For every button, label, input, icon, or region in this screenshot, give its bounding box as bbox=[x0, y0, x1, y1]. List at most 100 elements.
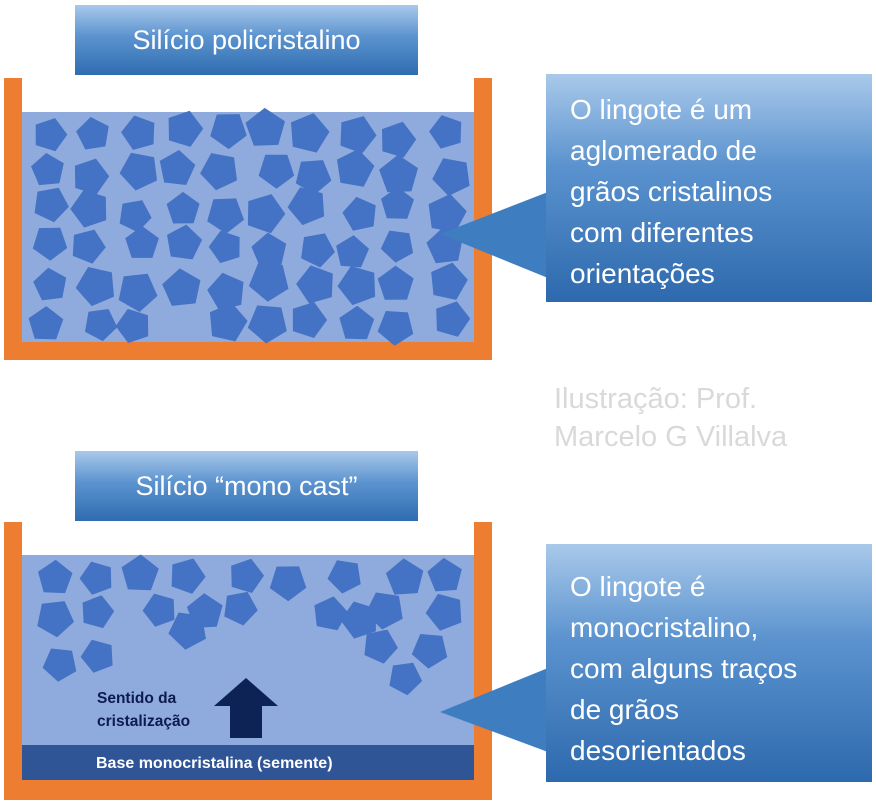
pentagon-grain-icon bbox=[314, 596, 348, 631]
credit-line: Marcelo G Villalva bbox=[554, 421, 788, 453]
pentagon-grain-icon bbox=[245, 107, 285, 146]
pentagon-grain-icon bbox=[32, 227, 68, 261]
pentagon-grain-icon bbox=[301, 233, 335, 268]
pentagon-grain-icon bbox=[251, 232, 287, 267]
arrow-label-line: cristalização bbox=[97, 713, 191, 730]
pentagon-grain-icon bbox=[82, 595, 115, 629]
top-callout-pointer bbox=[440, 192, 548, 278]
pentagon-grain-icon bbox=[231, 558, 264, 593]
pentagon-grain-icon bbox=[159, 150, 196, 185]
pentagon-grain-icon bbox=[269, 566, 307, 602]
pentagon-grain-icon bbox=[381, 187, 414, 219]
pentagon-grain-icon bbox=[74, 158, 110, 195]
pentagon-grain-icon bbox=[385, 558, 424, 595]
pentagon-grain-icon bbox=[42, 648, 77, 682]
pentagon-grain-icon bbox=[80, 639, 113, 673]
pentagon-grain-icon bbox=[337, 149, 375, 187]
pentagon-grain-icon bbox=[342, 196, 376, 231]
pentagon-grain-icon bbox=[33, 267, 67, 301]
pentagon-grain-icon bbox=[380, 230, 414, 263]
top-callout-line: com diferentes bbox=[570, 217, 754, 248]
top-callout-line: orientações bbox=[570, 258, 715, 289]
pentagon-grain-icon bbox=[119, 200, 152, 233]
pentagon-grain-icon bbox=[247, 305, 287, 344]
pentagon-grain-icon bbox=[119, 152, 157, 191]
bottom-grains bbox=[37, 554, 462, 696]
pentagon-grain-icon bbox=[168, 110, 204, 147]
pentagon-grain-icon bbox=[364, 629, 398, 664]
pentagon-grain-icon bbox=[428, 193, 467, 233]
pentagon-grain-icon bbox=[34, 187, 69, 223]
pentagon-grain-icon bbox=[28, 306, 64, 340]
pentagon-grain-icon bbox=[248, 263, 289, 302]
bottom-title-box: Silício “mono cast” bbox=[75, 451, 418, 521]
pentagon-grain-icon bbox=[142, 593, 175, 627]
pentagon-grain-icon bbox=[75, 267, 114, 307]
pentagon-grain-icon bbox=[162, 268, 201, 306]
pentagon-grain-icon bbox=[258, 154, 295, 189]
pentagon-grain-icon bbox=[339, 305, 375, 340]
pentagon-grain-icon bbox=[340, 601, 376, 639]
pentagon-grain-icon bbox=[121, 554, 159, 591]
pentagon-grain-icon bbox=[79, 561, 112, 595]
pentagon-grain-icon bbox=[70, 190, 107, 228]
pentagon-grain-icon bbox=[125, 226, 159, 258]
top-crucible bbox=[4, 78, 492, 360]
pentagon-grain-icon bbox=[425, 593, 462, 631]
pentagon-grain-icon bbox=[171, 558, 206, 594]
bottom-crucible bbox=[4, 522, 492, 800]
pentagon-grain-icon bbox=[295, 160, 332, 195]
pentagon-grain-icon bbox=[207, 198, 244, 234]
top-callout-box: O lingote é um aglomerado de grãos crist… bbox=[546, 74, 872, 302]
pentagon-grain-icon bbox=[429, 115, 462, 149]
pentagon-grain-icon bbox=[379, 154, 418, 193]
pentagon-grain-icon bbox=[377, 265, 414, 300]
top-callout-line: O lingote é um bbox=[570, 94, 753, 125]
top-callout-line: grãos cristalinos bbox=[570, 176, 773, 207]
top-grains bbox=[28, 107, 471, 346]
arrow-label-line: Sentido da bbox=[97, 690, 177, 707]
top-title: Silício policristalino bbox=[132, 24, 361, 55]
bottom-callout-line: monocristalino, bbox=[570, 612, 759, 643]
top-callout-line: aglomerado de bbox=[570, 135, 757, 166]
pentagon-grain-icon bbox=[210, 114, 247, 150]
pentagon-grain-icon bbox=[336, 235, 369, 268]
bottom-callout-line: com alguns traços bbox=[570, 653, 798, 684]
pentagon-grain-icon bbox=[166, 191, 200, 224]
bottom-title: Silício “mono cast” bbox=[135, 470, 358, 501]
pentagon-grain-icon bbox=[382, 121, 417, 158]
top-title-box: Silício policristalino bbox=[75, 5, 418, 75]
credit-line: Ilustração: Prof. bbox=[554, 383, 758, 415]
pentagon-grain-icon bbox=[85, 309, 118, 342]
pentagon-grain-icon bbox=[207, 272, 244, 310]
seed-base bbox=[22, 745, 474, 780]
pentagon-grain-icon bbox=[121, 115, 155, 150]
pentagon-grain-icon bbox=[340, 116, 377, 154]
pentagon-grain-icon bbox=[38, 559, 73, 594]
pentagon-grain-icon bbox=[247, 194, 286, 234]
pentagon-grain-icon bbox=[287, 187, 325, 226]
illustration-credit: Ilustração: Prof. Marcelo G Villalva bbox=[554, 380, 787, 456]
pentagon-grain-icon bbox=[118, 273, 158, 312]
pentagon-grain-icon bbox=[389, 662, 423, 696]
pentagon-grain-icon bbox=[291, 113, 330, 153]
crystallization-direction-label: Sentido da cristalização bbox=[97, 687, 190, 733]
pentagon-grain-icon bbox=[72, 229, 106, 264]
pentagon-grain-icon bbox=[208, 230, 240, 264]
pentagon-grain-icon bbox=[200, 153, 237, 191]
bottom-callout-line: desorientados bbox=[570, 735, 746, 766]
bottom-callout-line: de grãos bbox=[570, 694, 679, 725]
pentagon-grain-icon bbox=[337, 266, 376, 306]
pentagon-grain-icon bbox=[209, 302, 248, 342]
pentagon-grain-icon bbox=[115, 308, 149, 343]
pentagon-grain-icon bbox=[431, 262, 468, 300]
pentagon-grain-icon bbox=[327, 560, 361, 594]
pentagon-grain-icon bbox=[377, 311, 414, 346]
bottom-callout-box: O lingote é monocristalino, com alguns t… bbox=[546, 544, 872, 782]
pentagon-grain-icon bbox=[296, 265, 333, 304]
seed-base-label: Base monocristalina (semente) bbox=[96, 755, 333, 772]
pentagon-grain-icon bbox=[76, 117, 109, 150]
pentagon-grain-icon bbox=[411, 634, 448, 669]
pentagon-grain-icon bbox=[37, 601, 74, 638]
